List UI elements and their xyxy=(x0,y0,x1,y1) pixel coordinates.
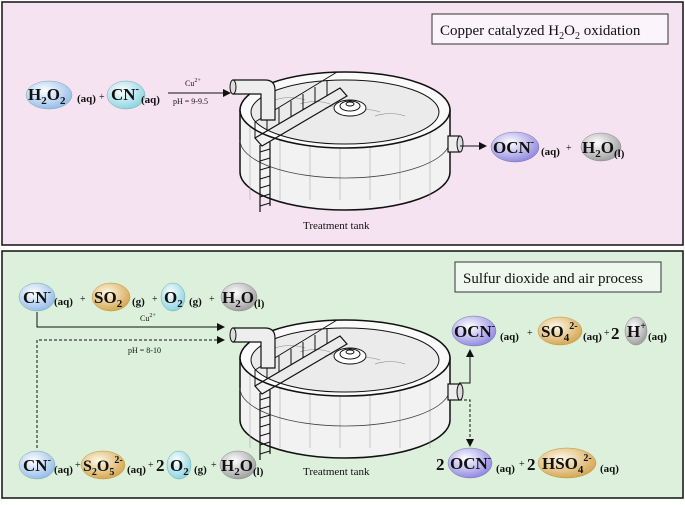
svg-text:CN-: CN- xyxy=(23,287,51,307)
bottom-product-hso4: HSO42- (aq) xyxy=(537,447,619,479)
svg-text:CN-: CN- xyxy=(23,455,51,475)
coefficient: 2 xyxy=(611,324,620,343)
phase-label: (aq) xyxy=(127,464,146,476)
top-reactant-h2o2: H2O2 (aq) xyxy=(25,80,96,110)
ph-condition: pH = 9-9.5 xyxy=(173,97,208,106)
phase-label: (g) xyxy=(189,296,202,308)
coefficient: 2 xyxy=(436,455,445,474)
svg-text:H2O(l): H2O(l) xyxy=(582,138,625,160)
bottom-product-so4: SO42- (aq) xyxy=(537,316,602,346)
bottom-reactant-water-1: H2O(l) xyxy=(220,282,265,312)
plus-sign: + xyxy=(152,294,158,305)
catalyst-label: Cu2+ xyxy=(185,78,201,88)
phase-label: (aq) xyxy=(496,463,515,475)
top-product-ocn: OCN- (aq) xyxy=(490,131,560,163)
plus-sign: + xyxy=(566,143,572,154)
bottom-reactant-water-2: H2O(l) xyxy=(219,450,264,480)
plus-sign: + xyxy=(148,460,154,471)
bottom-product-ocn-2: OCN- (aq) xyxy=(447,447,515,479)
top-reactant-cn: CN- (aq) xyxy=(106,80,160,110)
top-product-water: H2O(l) xyxy=(580,132,625,162)
svg-text:OCN-: OCN- xyxy=(493,137,534,157)
walkway xyxy=(254,87,348,147)
tank-label: Treatment tank xyxy=(303,466,370,478)
alt-output-arrow xyxy=(459,399,474,447)
phase-label: (aq) xyxy=(77,93,96,105)
bottom-reactant-cn-1: CN- (aq) xyxy=(18,282,73,312)
plus-sign: + xyxy=(604,328,610,339)
bottom-reactant-o2: O2 (g) xyxy=(160,282,202,312)
svg-text:SO42-: SO42- xyxy=(541,321,578,344)
alt-reaction-arrow xyxy=(36,336,225,448)
plus-sign: + xyxy=(527,328,533,339)
bottom-title-box: Sulfur dioxide and air process xyxy=(454,261,662,293)
bottom-product-ocn: OCN- (aq) xyxy=(451,315,519,347)
svg-text:OCN-: OCN- xyxy=(450,453,491,473)
phase-label: (aq) xyxy=(648,331,667,343)
reaction-arrow xyxy=(36,312,225,331)
phase-label: (aq) xyxy=(600,463,619,475)
coefficient: 2 xyxy=(156,456,165,475)
plus-sign: + xyxy=(211,460,217,471)
plus-sign: + xyxy=(80,294,86,305)
bottom-reactant-cn-2: CN- (aq) xyxy=(18,450,73,480)
inlet-pipe xyxy=(232,79,276,121)
bottom-reactant-o2-2: O2 (g) xyxy=(166,450,207,480)
ph-condition: pH = 8-10 xyxy=(128,346,161,355)
bottom-panel-title: Sulfur dioxide and air process xyxy=(463,271,643,287)
plus-sign: + xyxy=(75,460,81,471)
output-arrow xyxy=(459,349,474,384)
plus-sign: + xyxy=(99,92,105,103)
phase-label: (aq) xyxy=(54,296,73,308)
coefficient: 2 xyxy=(527,455,536,474)
walkway xyxy=(254,335,348,395)
svg-text:H2O2: H2O2 xyxy=(28,85,66,107)
tank-label: Treatment tank xyxy=(303,220,370,232)
treatment-tank xyxy=(229,71,464,212)
phase-label: (aq) xyxy=(500,331,519,343)
bottom-reactant-s2o5: S2O52- (aq) xyxy=(80,450,146,480)
phase-label: (g) xyxy=(194,464,207,476)
svg-text:SO2: SO2 xyxy=(94,288,123,310)
phase-label: (aq) xyxy=(583,331,602,343)
phase-label: (g) xyxy=(132,296,145,308)
phase-label: (aq) xyxy=(541,146,560,158)
inlet-pipe xyxy=(232,327,276,369)
top-title-box: Copper catalyzed H2O2 oxidation xyxy=(431,13,669,45)
phase-label: (aq) xyxy=(141,94,160,106)
svg-text:OCN-: OCN- xyxy=(454,321,495,341)
svg-text:CN-: CN- xyxy=(111,84,139,104)
treatment-tank xyxy=(229,319,464,460)
top-panel-title: Copper catalyzed H2O2 oxidation xyxy=(440,23,641,42)
bottom-reactant-so2: SO2 (g) xyxy=(91,282,145,312)
plus-sign: + xyxy=(519,459,525,470)
plus-sign: + xyxy=(209,294,215,305)
phase-label: (aq) xyxy=(54,464,73,476)
catalyst-label: Cu2+ xyxy=(140,313,156,323)
bottom-product-h: H+ (aq) xyxy=(624,316,667,346)
